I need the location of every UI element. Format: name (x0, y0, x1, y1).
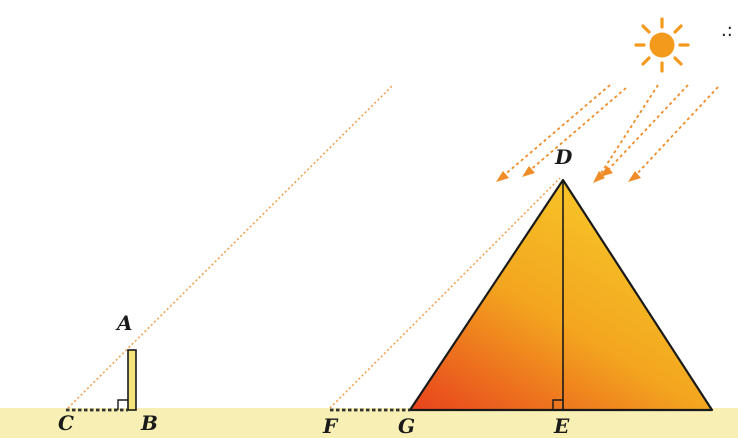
arrow-icon (628, 171, 641, 182)
arrow-icon (527, 87, 627, 173)
arrows (501, 84, 719, 179)
label-E: E (553, 414, 570, 438)
pyramid (408, 178, 714, 412)
arrow-icon (600, 166, 613, 177)
right-angle-icon (117, 399, 128, 410)
arrow-icon (496, 171, 509, 182)
sun-icon (634, 17, 690, 73)
arrow-heads (496, 166, 641, 183)
label-G: G (398, 414, 415, 438)
label-F: F (322, 414, 339, 438)
ray-through-stick (67, 85, 393, 409)
arrow-icon (593, 171, 605, 183)
arrow-icon (522, 166, 535, 177)
arrow-icon (597, 84, 659, 179)
corner-mark: .: (721, 20, 733, 41)
label-A: A (115, 311, 133, 335)
ray-through-pyramid-apex (329, 177, 561, 409)
sun-rays (67, 85, 561, 409)
ground (0, 408, 738, 438)
label-D: D (554, 145, 573, 169)
stick-AB (127, 349, 137, 411)
label-B: B (140, 411, 158, 435)
right-angle-icon (552, 399, 563, 410)
arrow-icon (605, 84, 689, 173)
label-C: C (58, 411, 74, 435)
arrow-icon (633, 86, 719, 178)
